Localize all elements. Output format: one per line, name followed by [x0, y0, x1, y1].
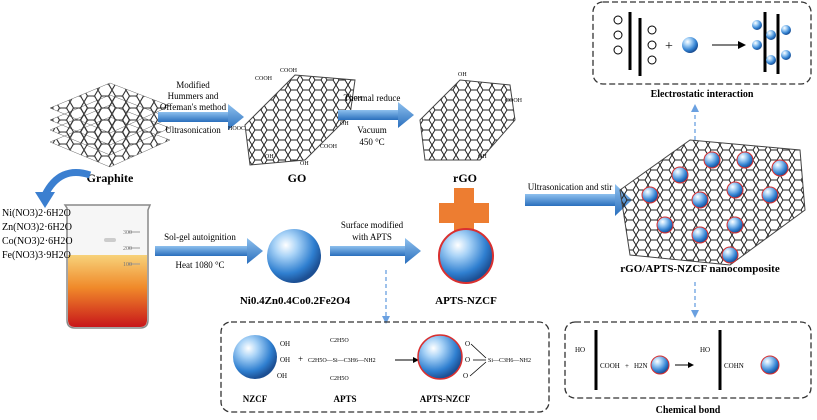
chem-h2n: H2N — [634, 362, 648, 370]
chem-ho-1: HO — [575, 346, 585, 354]
rgo-sheet: OH COOH OH — [419, 72, 523, 161]
chem-cohn: COHN — [724, 362, 744, 370]
hummers-line4: Ultrasonication — [165, 125, 221, 135]
chemical-bond-box — [564, 321, 812, 399]
go-cooh-2: COOH — [345, 96, 363, 102]
reaction-o-3: O — [463, 372, 468, 380]
composite-label: rGO/APTS-NZCF nanocomposite — [620, 263, 780, 275]
go-cooh-4: COOH — [255, 76, 273, 82]
arrow-go-rgo — [338, 102, 414, 128]
rgo-oh-2: OH — [478, 154, 487, 160]
electrostatic-box — [592, 1, 812, 85]
go-hooc: HOOC — [228, 126, 245, 132]
beaker-mark-200: 200 — [123, 246, 132, 252]
chem-plus: + — [625, 362, 629, 370]
nzcf-sphere — [267, 229, 321, 283]
plus-icon — [439, 188, 489, 238]
chemical-bond-content: HO COOH + H2N HO COHN — [575, 330, 780, 390]
graphite-lattice — [49, 82, 171, 168]
go-oh-1: OH — [265, 154, 274, 160]
reaction-plus: + — [298, 354, 303, 364]
precursor-zn: Zn(NO3)2·6H2O — [2, 222, 72, 233]
ultrasonication-label: Ultrasonication and stir — [528, 182, 612, 192]
go-oh-3: OH — [340, 121, 349, 127]
reaction-product-chain: Si—C3H6—NH2 — [488, 358, 531, 364]
arrow-surface — [330, 238, 421, 264]
arrow-graphite-go — [158, 104, 244, 130]
electrostatic-content: + — [613, 12, 791, 76]
thermal-line3: 450 °C — [359, 137, 384, 147]
reaction-oh-1: OH — [280, 340, 290, 348]
surface-line2: with APTS — [352, 232, 392, 242]
beaker-mark-100: 100 — [123, 262, 132, 268]
beaker-icon: 300 200 100 — [63, 204, 152, 329]
reaction-apts-label: APTS — [333, 394, 356, 404]
graphite-label: Graphite — [87, 171, 134, 185]
precursor-ni: Ni(NO3)2·6H2O — [2, 208, 71, 219]
reaction-o-2: O — [465, 356, 470, 364]
reaction-c2h5o-bottom: C2H5O — [330, 376, 349, 382]
rgo-label: rGO — [453, 171, 477, 185]
rgo-oh-1: OH — [458, 72, 467, 78]
precursor-fe: Fe(NO3)3·9H2O — [2, 250, 71, 261]
reaction-c2h5o-top: C2H5O — [330, 338, 349, 344]
electrostatic-label: Electrostatic interaction — [651, 89, 754, 100]
electrostatic-plus: + — [665, 39, 673, 54]
reaction-oh-3: OH — [277, 372, 287, 380]
hummers-line1: Modified — [176, 80, 210, 90]
curved-arrow — [41, 169, 92, 197]
go-cooh-1: COOH — [280, 68, 298, 74]
apts-nzcf-label: APTS-NZCF — [435, 295, 497, 307]
reaction-o-1: O — [465, 340, 470, 348]
go-oh-2: OH — [300, 161, 309, 167]
reaction-nzcf-sphere — [233, 335, 277, 379]
reaction-apts-chain: C2H5O—Si—C3H6—NH2 — [308, 358, 376, 364]
surface-line1: Surface modified — [341, 220, 404, 230]
reaction-oh-2: OH — [280, 356, 290, 364]
arrow-solgel — [155, 238, 263, 264]
reaction-apts-nzcf-label: APTS-NZCF — [420, 394, 471, 404]
go-cooh-3: COOH — [320, 144, 338, 150]
chem-ho-2: HO — [700, 346, 710, 354]
chem-cooh: COOH — [600, 362, 620, 370]
reaction-nzcf-label: NZCF — [243, 394, 268, 404]
nzcf-formula: Ni0.4Zn0.4Co0.2Fe2O4 — [240, 295, 351, 307]
solgel-line2: Heat 1080 °C — [175, 260, 224, 270]
beaker-mark-300: 300 — [123, 230, 132, 236]
go-label: GO — [288, 171, 307, 185]
thermal-line1: Thermal reduce — [344, 93, 401, 103]
composite-sheet — [619, 139, 806, 266]
chemical-bond-label: Chemical bond — [656, 405, 721, 416]
hummers-line3: Offeman's method — [160, 102, 227, 112]
solgel-line1: Sol-gel autoignition — [164, 232, 236, 242]
precursor-co: Co(NO3)2·6H2O — [2, 236, 73, 247]
reaction-apts-nzcf-sphere — [417, 334, 463, 380]
apts-nzcf-sphere — [438, 228, 494, 284]
hummers-line2: Hummers and — [168, 91, 219, 101]
reaction-box — [220, 321, 550, 413]
thermal-line2: Vacuum — [357, 125, 387, 135]
rgo-cooh: COOH — [505, 98, 523, 104]
